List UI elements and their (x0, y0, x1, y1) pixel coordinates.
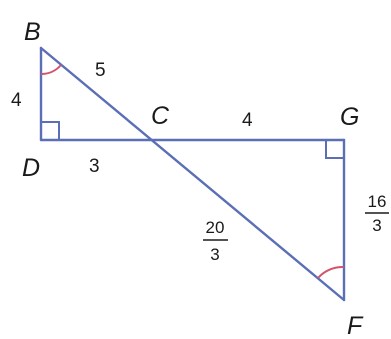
point-label-d: D (22, 154, 40, 182)
angle-arc-b (40, 64, 62, 76)
point-label-c: C (151, 102, 170, 130)
length-label-gf-numerator: 16 (368, 192, 387, 211)
length-label-bd: 4 (11, 90, 22, 111)
point-label-b: B (24, 18, 41, 46)
length-label-cf-denominator: 3 (210, 245, 219, 264)
length-label-gf-denominator: 3 (372, 216, 381, 235)
length-label-gf: 16 3 (365, 192, 389, 235)
length-label-dc: 3 (89, 156, 100, 177)
right-angle-marker-d (41, 121, 60, 140)
length-label-bc: 5 (95, 60, 106, 81)
point-label-f: F (347, 312, 364, 339)
length-label-cg: 4 (242, 110, 253, 131)
right-angle-marker-g (325, 140, 344, 159)
angle-arc-f (317, 265, 345, 279)
segment-bf (39, 46, 346, 302)
length-label-cf: 20 3 (203, 218, 228, 264)
point-label-g: G (340, 103, 359, 131)
length-label-cf-numerator: 20 (206, 218, 225, 237)
